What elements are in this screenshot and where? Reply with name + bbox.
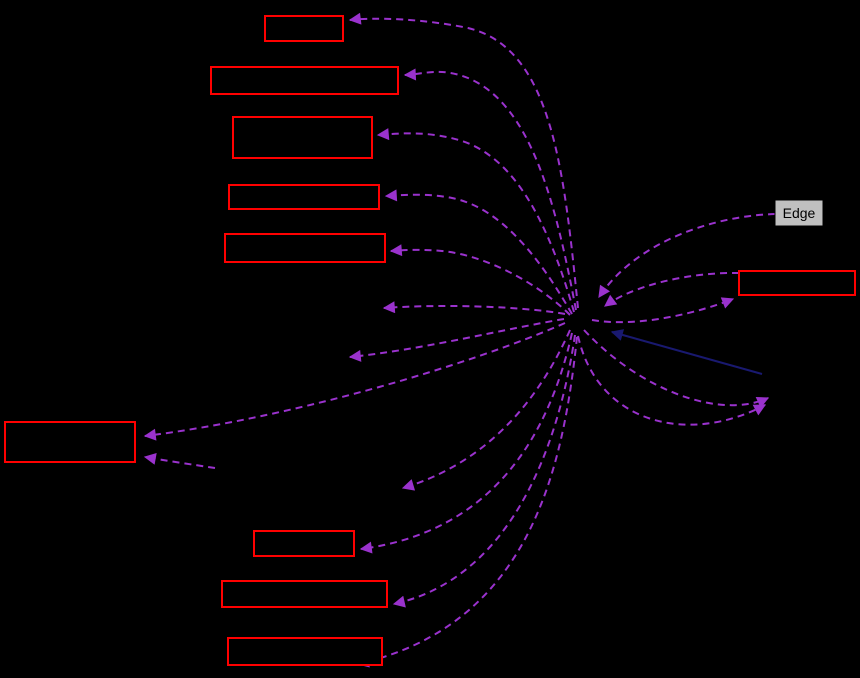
class-node[interactable] [210, 66, 399, 95]
template-relation-arrow [359, 332, 573, 554]
nodes-layer [4, 15, 856, 666]
template-relation-arrow [143, 452, 216, 469]
template-relation-arrow [604, 271, 740, 307]
current-class-node-label: Edge [783, 205, 816, 221]
template-relation-arrow [348, 318, 565, 362]
current-class-node [774, 199, 824, 227]
template-relation-arrow [382, 301, 566, 315]
class-node[interactable] [232, 116, 373, 159]
template-relation-arrow [389, 244, 571, 316]
template-relation-arrow [356, 336, 578, 668]
template-relation-arrow [376, 128, 575, 313]
class-node[interactable] [227, 637, 383, 666]
edges-layer [143, 12, 776, 668]
template-relation-arrow [384, 189, 573, 315]
template-relation-arrow [143, 322, 566, 441]
class-node[interactable] [4, 421, 136, 463]
current-node-layer: Edge [774, 199, 824, 227]
class-node[interactable] [253, 530, 355, 557]
template-relation-arrow [403, 68, 577, 311]
inheritance-arrow [610, 329, 763, 375]
class-node[interactable] [264, 15, 344, 42]
template-relation-arrow [392, 334, 576, 608]
template-relation-arrow [591, 297, 735, 324]
class-node[interactable] [221, 580, 388, 608]
class-node[interactable] [228, 184, 380, 210]
template-relation-arrow [348, 12, 579, 309]
class-node[interactable] [738, 270, 856, 296]
template-relation-arrow [598, 213, 776, 298]
template-relation-arrow [583, 329, 770, 408]
class-node[interactable] [224, 233, 386, 263]
